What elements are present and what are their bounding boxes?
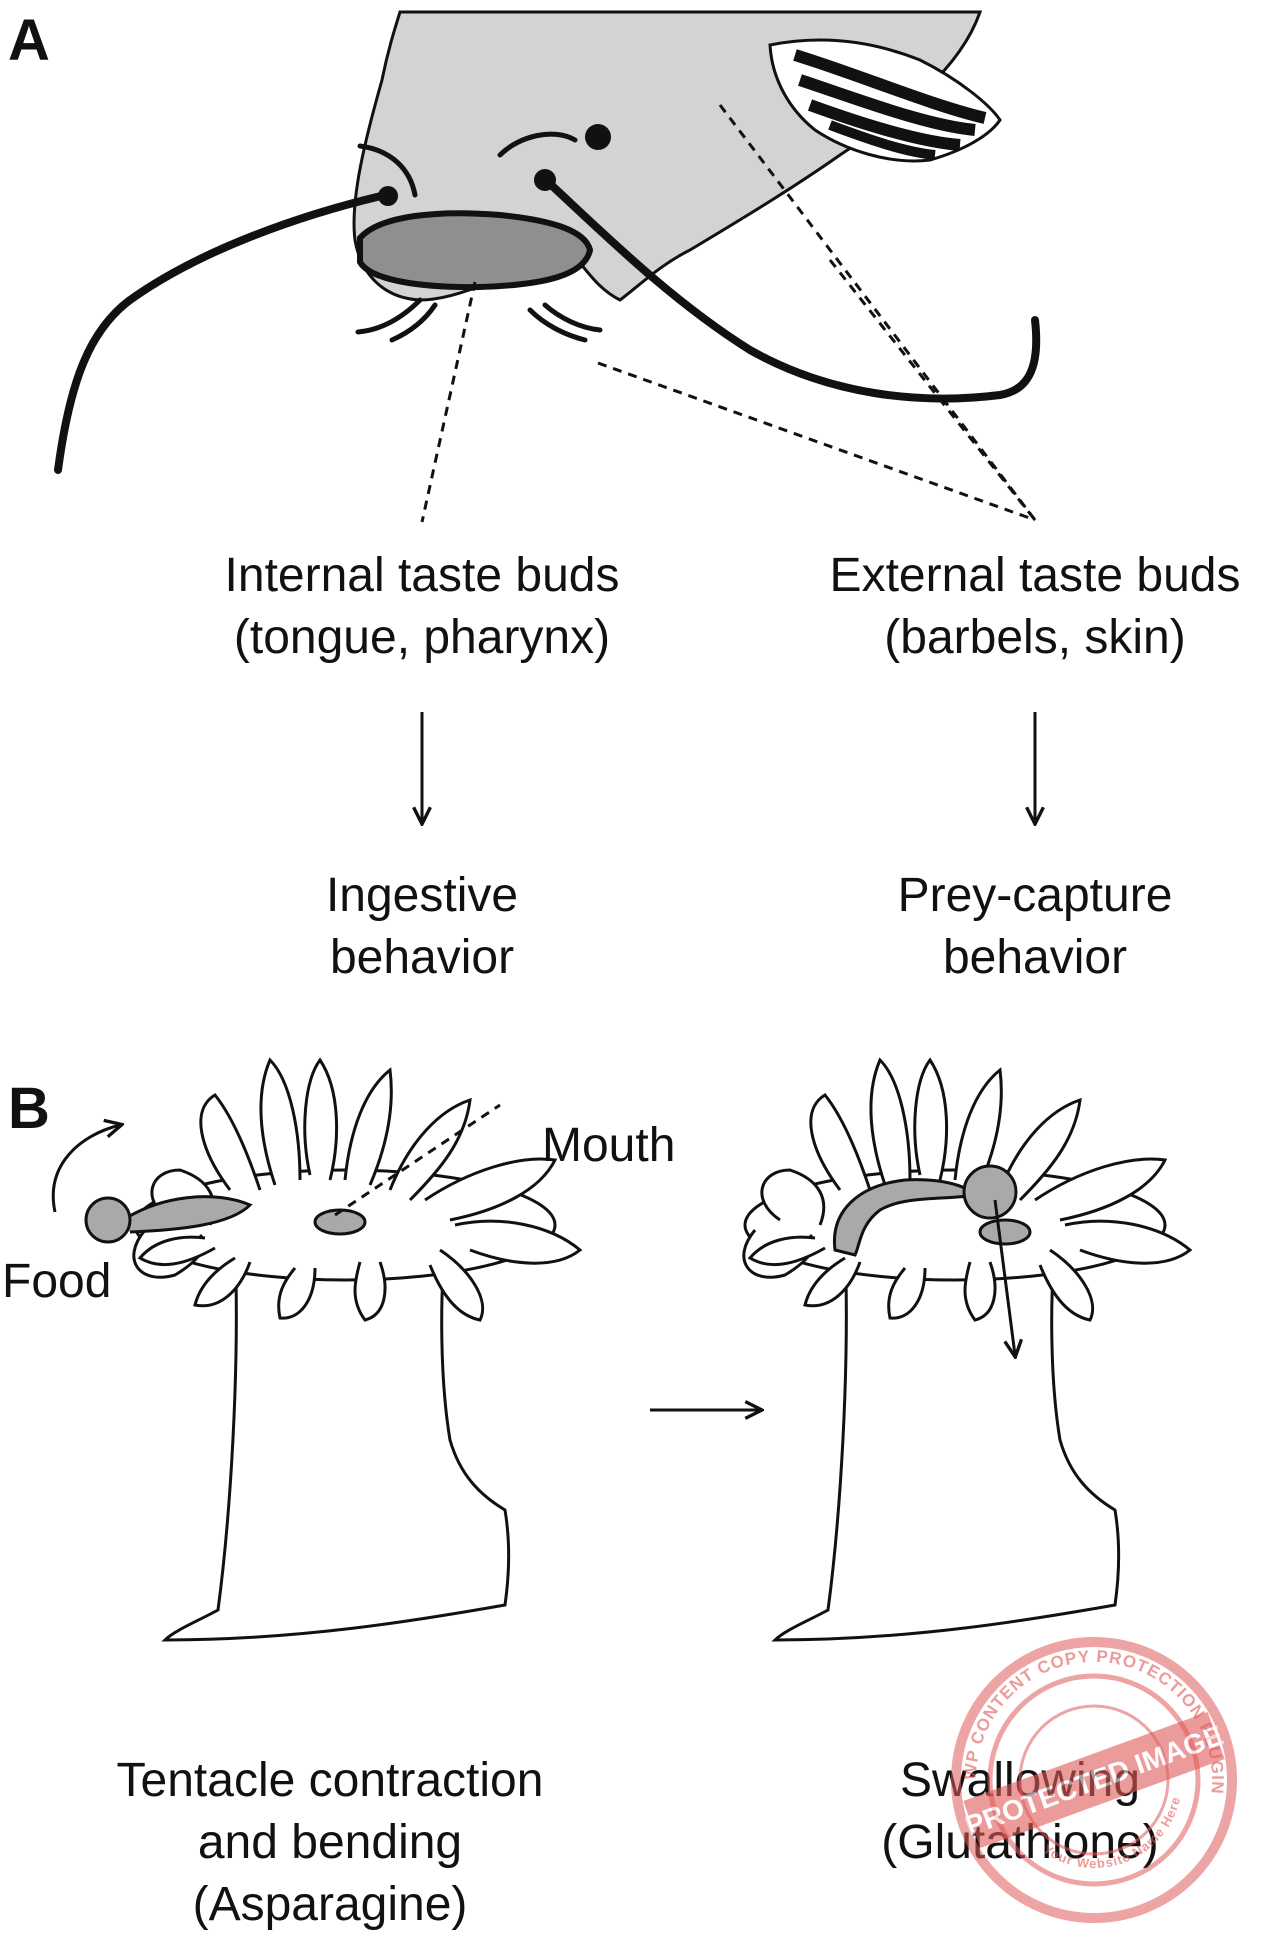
panel-letter-a: A — [8, 8, 50, 73]
mouth-leader — [334, 1103, 501, 1217]
swallow-arrow — [993, 1199, 1015, 1355]
watermark-stamp: WP CONTENT COPY PROTECTION PLUGIN Your W… — [951, 1637, 1237, 1923]
external-line2: (barbels, skin) — [884, 611, 1186, 664]
left-caption: Tentacle contraction and bending (Aspara… — [70, 1750, 590, 1936]
anemone-left — [84, 1057, 583, 1642]
food-particle-right — [962, 1164, 1018, 1220]
prey-capture-behavior-label: Prey-capture behavior — [835, 865, 1235, 989]
prey-line2: behavior — [942, 931, 1128, 984]
food-particle — [84, 1196, 132, 1244]
external-line1: External taste buds — [829, 549, 1241, 602]
pectoral-fin — [768, 38, 1002, 163]
anemone-right — [742, 1057, 1193, 1642]
food-label: Food — [2, 1255, 112, 1308]
panel-letter-b: B — [8, 1076, 50, 1141]
left-caption-line3: (Asparagine) — [192, 1878, 468, 1931]
leader-lines — [420, 104, 1037, 523]
internal-line1: Internal taste buds — [224, 549, 620, 602]
curved-arrow — [51, 1125, 120, 1213]
ingestive-line1: Ingestive — [325, 869, 519, 922]
left-caption-line1: Tentacle contraction — [116, 1754, 544, 1807]
eye — [585, 124, 611, 150]
ingestive-behavior-label: Ingestive behavior — [222, 865, 622, 989]
ingestive-line2: behavior — [329, 931, 515, 984]
mouth-label: Mouth — [542, 1119, 676, 1172]
internal-line2: (tongue, pharynx) — [233, 611, 611, 664]
catfish-illustration — [54, 10, 1041, 822]
left-barbel — [54, 191, 389, 474]
right-barbel — [544, 178, 1041, 403]
left-caption-line2: and bending — [197, 1816, 463, 1869]
lips — [357, 210, 594, 291]
internal-taste-buds-label: Internal taste buds (tongue, pharynx) — [172, 545, 672, 669]
prey-line1: Prey-capture — [897, 869, 1173, 922]
external-taste-buds-label: External taste buds (barbels, skin) — [785, 545, 1280, 669]
